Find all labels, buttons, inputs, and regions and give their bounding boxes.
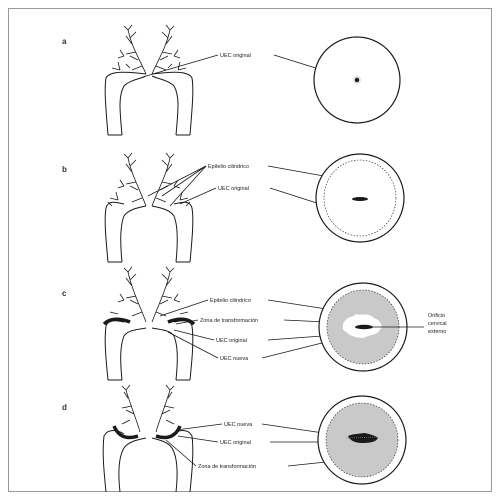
cervix-section-a (104, 71, 194, 136)
crypts-c (109, 266, 189, 323)
panel-letter-b: b (62, 165, 67, 174)
label-uec-nueva-c: UEC nueva (220, 356, 249, 362)
external-os (352, 197, 368, 201)
panel-c: c Epitelio cilindrico Zona de transforma… (62, 266, 447, 381)
label-zona-transformacion-d: Zona de transformación (198, 464, 256, 470)
crypts-b (107, 152, 191, 207)
label-uec-original-b: UEC original (218, 186, 249, 192)
panel-letter-a: a (62, 37, 67, 46)
cervix-section-d (102, 430, 194, 493)
cervix-section-c (104, 320, 194, 381)
label-uec-original-c: UEC original (216, 338, 247, 344)
crypts-a (111, 24, 187, 75)
original-scj-ring (323, 159, 397, 237)
external-os (355, 324, 373, 330)
leader-line (145, 54, 219, 77)
label-epitelio-cilindrico-b: Epitelio cilindrico (208, 164, 249, 170)
external-os (354, 77, 360, 83)
crypts-d (121, 384, 175, 433)
label-cervical: cervical (428, 321, 447, 327)
metaplasia-right (167, 317, 196, 326)
metaplasia-left (112, 425, 139, 440)
label-zona-transformacion-c: Zona de transformación (200, 318, 258, 324)
label-uec-original-a: UEC original (220, 53, 251, 59)
panel-b: b Epitelio cilindrico UEC original (62, 152, 405, 263)
label-uec-original-d: UEC original (220, 440, 251, 446)
metaplasia-left (102, 317, 131, 326)
cervix-section-b (104, 201, 194, 263)
new-scj (345, 436, 379, 439)
label-orificio: Orificio (428, 313, 445, 319)
label-externo: externo (428, 329, 446, 335)
panel-letter-c: c (62, 289, 67, 298)
figure-frame (8, 8, 492, 492)
panel-letter-d: d (62, 403, 67, 412)
external-os (348, 433, 378, 443)
panel-d: d UEC nueva UEC original Zona de transfo… (62, 384, 407, 493)
label-epitelio-cilindrico-c: Epitelio cilindrico (210, 298, 251, 304)
panel-a: a UEC original (62, 24, 401, 136)
label-uec-nueva-d: UEC nueva (224, 422, 253, 428)
metaplasia-right (155, 425, 182, 440)
